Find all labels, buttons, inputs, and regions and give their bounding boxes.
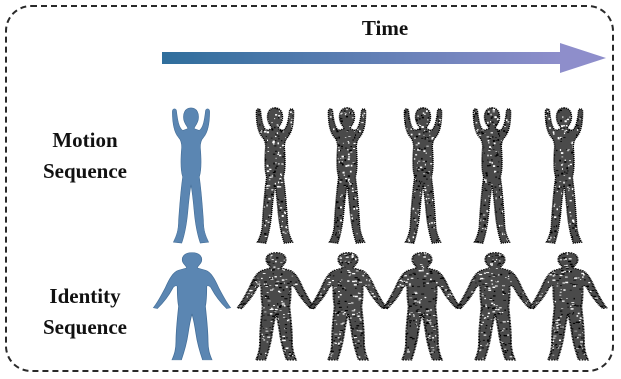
- identity-pointcloud-figure: [382, 252, 462, 361]
- identity-pointcloud-figure: [236, 252, 316, 361]
- time-arrow: [162, 43, 606, 73]
- time-label: Time: [361, 16, 409, 40]
- motion-pointcloud-figure: [327, 107, 367, 244]
- motion-label-line1: Motion: [52, 128, 118, 152]
- motion-pointcloud-figure: [255, 107, 295, 244]
- identity-pointcloud-figure: [308, 252, 388, 361]
- identity-mesh-figure: [152, 252, 232, 361]
- identity-pointcloud-figure: [528, 252, 608, 361]
- motion-sequence-label: Motion Sequence: [15, 125, 155, 187]
- identity-pointcloud-figure: [455, 252, 535, 361]
- motion-pointcloud-figure: [544, 107, 584, 244]
- motion-pointcloud-figure: [472, 107, 512, 244]
- motion-label-line2: Sequence: [43, 159, 127, 183]
- identity-sequence-label: Identity Sequence: [15, 281, 155, 343]
- dashed-border-frame: [5, 5, 614, 372]
- identity-label-line2: Sequence: [43, 315, 127, 339]
- motion-pointcloud-figure: [403, 107, 443, 244]
- motion-mesh-figure: [172, 107, 210, 244]
- identity-label-line1: Identity: [49, 284, 121, 308]
